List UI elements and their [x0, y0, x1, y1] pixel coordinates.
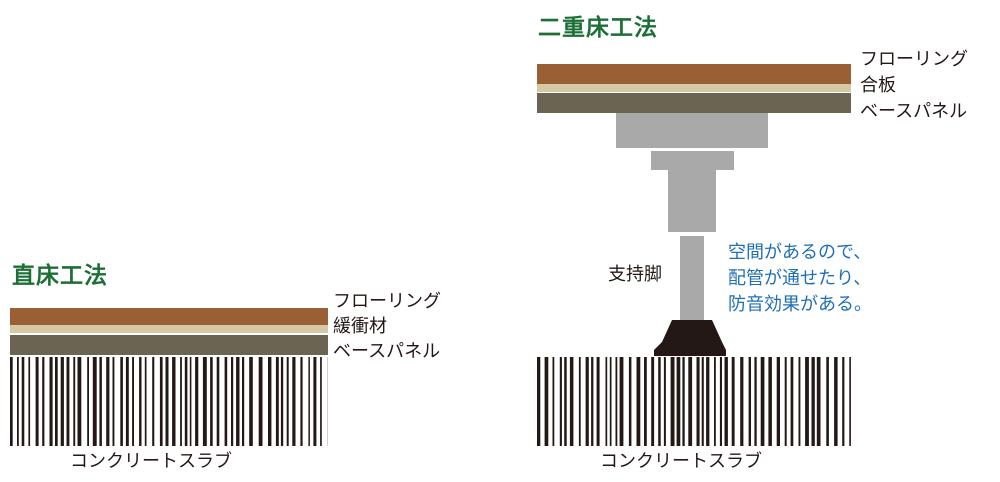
direct-label-flooring: フローリング	[333, 291, 441, 312]
support-collar	[651, 151, 734, 170]
double-slab-label: コンクリートスラブ	[600, 451, 762, 472]
double-label-flooring: フローリング	[860, 49, 968, 70]
double-note-line-3: 防音効果がある。	[728, 294, 872, 315]
support-lower-shaft	[680, 236, 704, 320]
support-head	[616, 113, 768, 148]
double-note-line-1: 空間があるので、	[728, 242, 872, 263]
direct-slab-label: コンクリートスラブ	[70, 451, 232, 472]
support-upper-shaft	[668, 170, 716, 232]
direct-label-base-panel: ベースパネル	[333, 341, 441, 362]
double-method-title: 二重床工法	[538, 15, 658, 41]
direct-label-cushion: 緩衝材	[333, 316, 387, 337]
double-note-line-2: 配管が通せたり、	[728, 268, 872, 289]
direct-base-panel-layer	[10, 335, 328, 355]
double-note: 空間があるので、 配管が通せたり、 防音効果がある。	[728, 240, 872, 318]
double-base-panel-layer	[537, 93, 851, 113]
direct-cushion-layer	[10, 325, 328, 333]
support-leg-label: 支持脚	[608, 264, 662, 285]
double-label-base-panel: ベースパネル	[860, 101, 968, 122]
direct-flooring-layer	[10, 308, 328, 325]
double-flooring-layer	[537, 64, 851, 84]
double-plywood-layer	[537, 84, 851, 92]
double-label-plywood: 合板	[860, 75, 896, 96]
direct-method-title: 直床工法	[12, 263, 108, 289]
